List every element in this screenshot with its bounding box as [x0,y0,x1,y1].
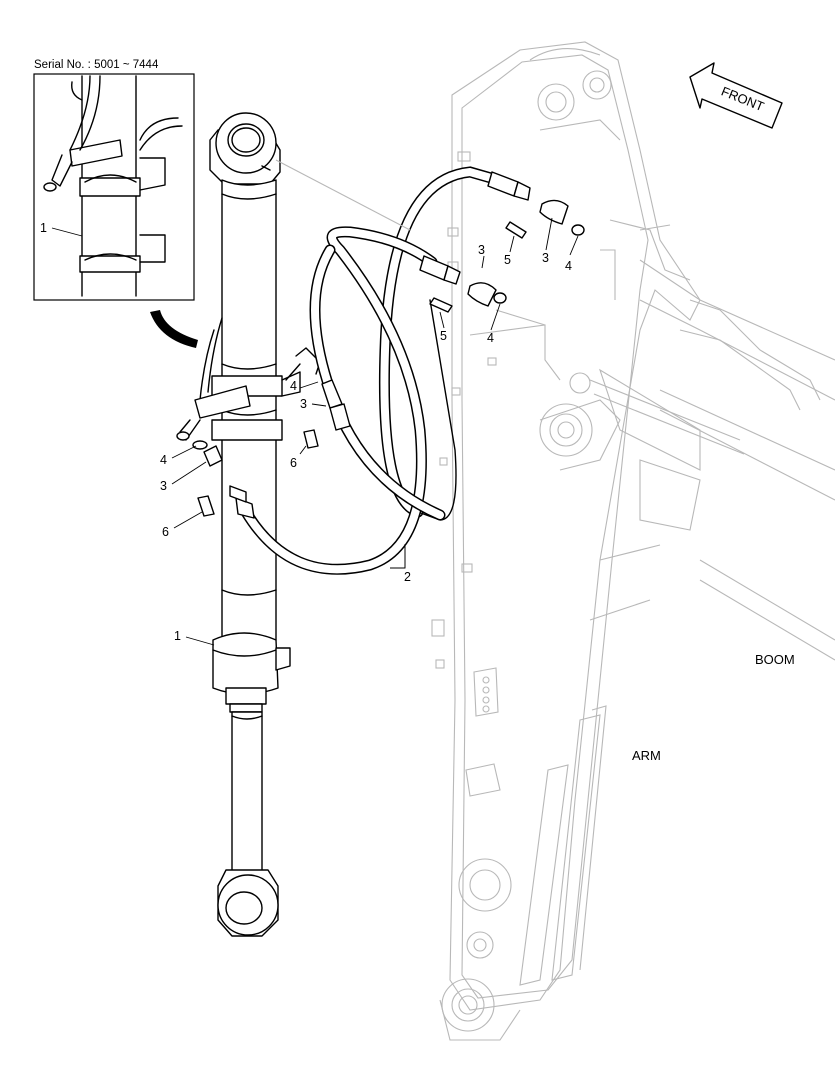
callout-top-4b: 4 [487,331,494,345]
callout-mid-6: 6 [290,456,297,470]
serial-inset: Serial No. : 5001 ~ 7444 1 [33,59,195,301]
inset-callout-1: 1 [40,221,47,235]
boom-label: BOOM [755,652,795,667]
detail-arrow [150,310,198,348]
callout-top-3a: 3 [478,243,485,257]
arm-label: ARM [632,748,661,763]
callout-top-5b: 5 [440,329,447,343]
callout-numbers: 1 2 3 3 4 4 5 5 4 3 6 4 3 6 [160,243,572,643]
callout-leaders [171,217,579,646]
callout-left-4: 4 [160,453,167,467]
callout-top-5a: 5 [504,253,511,267]
callout-mid-4: 4 [290,379,297,393]
callout-hose-2: 2 [404,570,411,584]
serial-number-note: Serial No. : 5001 ~ 7444 [34,59,159,71]
callout-top-4a: 4 [565,259,572,273]
callout-top-3b: 3 [542,251,549,265]
hose-assembly [192,159,585,575]
arm-structure [431,41,835,1041]
callout-cylinder-1: 1 [174,629,181,643]
callout-left-3: 3 [160,479,167,493]
front-direction-arrow: FRONT [689,62,783,129]
callout-left-6: 6 [162,525,169,539]
callout-mid-3: 3 [300,397,307,411]
